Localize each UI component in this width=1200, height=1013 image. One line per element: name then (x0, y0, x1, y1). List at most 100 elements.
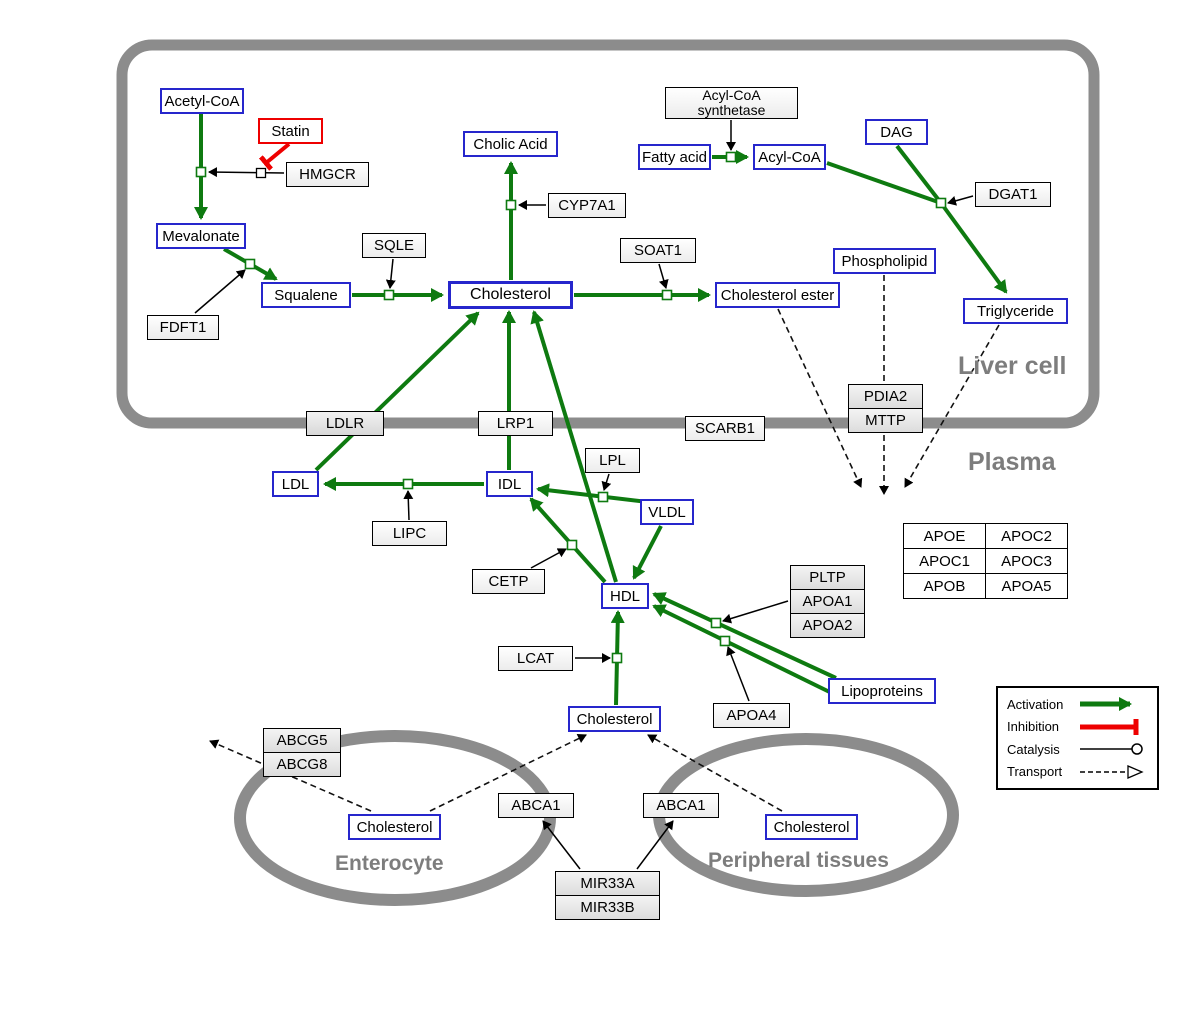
node-hmgcr[interactable]: HMGCR (286, 162, 369, 187)
reaction-squalene-cholesterol (383, 289, 395, 301)
node-dag[interactable]: DAG (865, 119, 928, 145)
legend-activation-label: Activation (1007, 696, 1064, 712)
reaction-mevalonate-squalene (244, 258, 256, 270)
edge-dgat1-triglyceride (939, 201, 1008, 294)
node-mir33a[interactable]: MIR33A (555, 871, 660, 896)
node-mevalonate[interactable]: Mevalonate (156, 223, 246, 249)
node-cyp7a1[interactable]: CYP7A1 (548, 193, 626, 218)
edge-acylcoa-dgat1 (826, 161, 942, 205)
node-apoa5[interactable]: APOA5 (986, 574, 1068, 599)
complex-mir33a-mir33b: MIR33A MIR33B (555, 871, 660, 920)
reaction-nodes (195, 151, 947, 664)
legend-transport-label: Transport (1007, 764, 1063, 780)
node-vldl[interactable]: VLDL (640, 499, 694, 525)
node-phospholipid[interactable]: Phospholipid (833, 248, 936, 274)
edge-dag-dgat1 (895, 144, 943, 205)
edge-hdl-cholesterol-uptake (530, 310, 618, 583)
node-mttp[interactable]: MTTP (848, 408, 923, 433)
node-squalene[interactable]: Squalene (261, 282, 351, 308)
node-mir33b[interactable]: MIR33B (555, 895, 660, 920)
node-apoc2[interactable]: APOC2 (986, 524, 1068, 549)
node-acetyl-coa[interactable]: Acetyl-CoA (160, 88, 244, 114)
node-lrp1[interactable]: LRP1 (478, 411, 553, 436)
node-cholic-acid[interactable]: Cholic Acid (463, 131, 558, 157)
node-abca1-peripheral[interactable]: ABCA1 (643, 793, 719, 818)
node-pdia2[interactable]: PDIA2 (848, 384, 923, 409)
node-fatty-acid[interactable]: Fatty acid (638, 144, 711, 170)
node-lipoproteins[interactable]: Lipoproteins (828, 678, 936, 704)
legend-transport: Transport (1007, 761, 1148, 783)
node-cholesterol-enterocyte[interactable]: Cholesterol (348, 814, 441, 840)
node-apoe[interactable]: APOE (904, 524, 986, 549)
node-abca1-enterocyte[interactable]: ABCA1 (498, 793, 574, 818)
edge-sqle-catalysis (385, 258, 396, 289)
node-fdft1[interactable]: FDFT1 (147, 315, 219, 340)
apolipoprotein-table: APOE APOC2 APOC1 APOC3 APOB APOA5 (903, 523, 1068, 599)
node-cetp[interactable]: CETP (472, 569, 545, 594)
edge-lipc-catalysis (403, 490, 414, 521)
liver-cell-membrane (116, 39, 1100, 429)
node-apoc1[interactable]: APOC1 (904, 549, 986, 574)
reaction-vldl-idl (597, 491, 609, 503)
node-cholesterol-liver[interactable]: Cholesterol (448, 281, 573, 309)
liver-cell-label: Liver cell (958, 352, 1067, 380)
inhibition-tee-icon (1080, 718, 1139, 735)
reaction-lcat (611, 652, 623, 664)
node-idl[interactable]: IDL (486, 471, 533, 497)
edge-lipoproteins-hdl-lower (652, 604, 851, 704)
node-abcg5[interactable]: ABCG5 (263, 728, 341, 753)
node-cholesterol-peripheral[interactable]: Cholesterol (765, 814, 858, 840)
node-abcg8[interactable]: ABCG8 (263, 752, 341, 777)
legend-inhibition: Inhibition (1007, 716, 1148, 738)
node-hdl[interactable]: HDL (601, 583, 649, 609)
node-lcat[interactable]: LCAT (498, 646, 573, 671)
node-apoa2[interactable]: APOA2 (790, 613, 865, 638)
complex-pltp-apoa1-apoa2: PLTP APOA1 APOA2 (790, 565, 865, 638)
node-triglyceride[interactable]: Triglyceride (963, 298, 1068, 324)
complex-abcg5-abcg8: ABCG5 ABCG8 (263, 728, 341, 777)
node-sqle[interactable]: SQLE (362, 233, 426, 258)
membranes (116, 39, 1100, 906)
node-acyl-coa-synthetase[interactable]: Acyl-CoA synthetase (665, 87, 798, 119)
node-cholesterol-plasma[interactable]: Cholesterol (568, 706, 661, 732)
reaction-hdl-idl (566, 539, 578, 551)
node-label: synthetase (697, 102, 766, 118)
activation-arrow-icon (1080, 697, 1132, 712)
reaction-cholesterol-ester (661, 289, 673, 301)
reaction-dgat1 (935, 197, 947, 209)
edge-triglyceride-to-plasma (904, 324, 1000, 488)
legend: Activation Inhibition Catalysis Transpor… (996, 686, 1159, 790)
edge-ldl-cholesterol-uptake (314, 311, 480, 472)
node-apoa4[interactable]: APOA4 (713, 703, 790, 728)
legend-inhibition-label: Inhibition (1007, 719, 1060, 735)
node-soat1[interactable]: SOAT1 (620, 238, 696, 263)
node-acyl-coa[interactable]: Acyl-CoA (753, 144, 826, 170)
node-lpl[interactable]: LPL (585, 448, 640, 473)
edge-apoa4-catalysis (726, 646, 750, 702)
node-apob[interactable]: APOB (904, 574, 986, 599)
node-ldl[interactable]: LDL (272, 471, 319, 497)
edge-dgat1-catalysis (947, 195, 974, 206)
node-lipc[interactable]: LIPC (372, 521, 447, 546)
node-dgat1[interactable]: DGAT1 (975, 182, 1051, 207)
edge-mir33-abca1-left (542, 820, 581, 870)
edge-vldl-hdl (632, 525, 663, 580)
node-apoa1[interactable]: APOA1 (790, 589, 865, 614)
transport-arrow-icon (1080, 764, 1144, 779)
reaction-lipoproteins-hdl-lower (719, 635, 731, 647)
edge-cetp-catalysis (530, 548, 567, 569)
peripheral-tissues-label: Peripheral tissues (708, 849, 889, 872)
legend-activation: Activation (1007, 693, 1148, 715)
edge-lpl-catalysis (601, 473, 612, 491)
node-statin[interactable]: Statin (258, 118, 323, 144)
node-ldlr[interactable]: LDLR (306, 411, 384, 436)
enterocyte-membrane (234, 730, 556, 906)
node-scarb1[interactable]: SCARB1 (685, 416, 765, 441)
node-apoc3[interactable]: APOC3 (986, 549, 1068, 574)
reaction-cholesterol-cholicacid (505, 199, 517, 211)
edge-mir33-abca1-right (636, 820, 674, 870)
node-cholesterol-ester[interactable]: Cholesterol ester (715, 282, 840, 308)
node-pltp[interactable]: PLTP (790, 565, 865, 590)
